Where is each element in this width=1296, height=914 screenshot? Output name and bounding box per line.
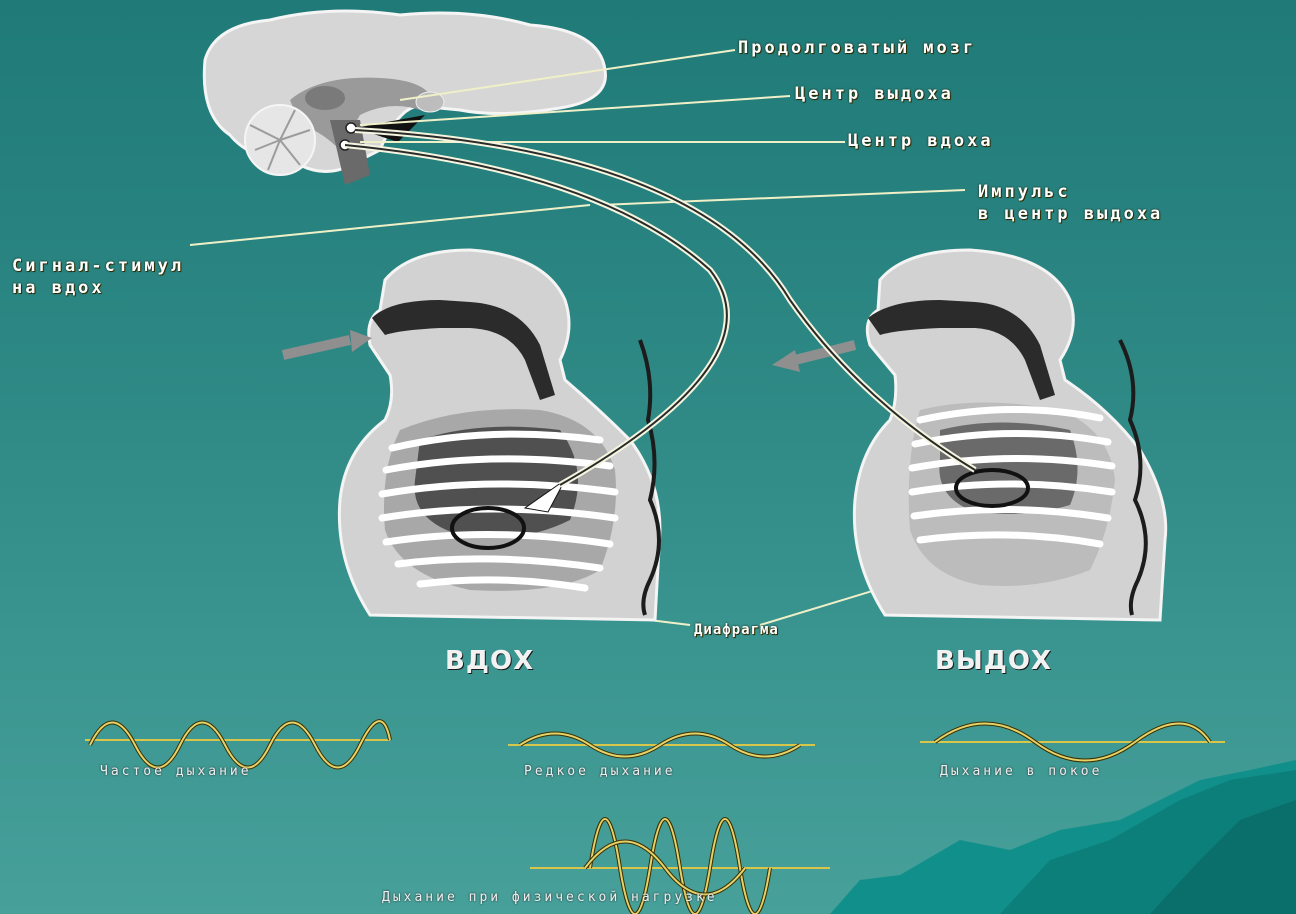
label-diaphragm: Диафрагма — [694, 622, 779, 638]
label-exhale: ВЫДОХ — [935, 646, 1052, 676]
label-impulse-line1: Импульс — [978, 182, 1071, 202]
label-inhale: ВДОХ — [445, 646, 534, 676]
label-signal-line2: на вдох — [12, 278, 105, 298]
label-signal-line1: Сигнал-стимул — [12, 256, 184, 276]
body-inhale — [283, 250, 660, 620]
label-impulse-line2: в центр выдоха — [978, 204, 1163, 224]
label-inhale-center: Центр вдоха — [848, 131, 994, 151]
caption-rare-breathing: Редкое дыхание — [524, 764, 676, 779]
label-exhale-center: Центр выдоха — [795, 84, 954, 104]
caption-rest-breathing: Дыхание в покое — [940, 764, 1102, 779]
brain-illustration — [204, 11, 605, 185]
body-exhale — [772, 250, 1166, 620]
decorative-mountains — [830, 760, 1296, 914]
caption-frequent-breathing: Частое дыхание — [100, 764, 252, 779]
label-medulla: Продолговатый мозг — [738, 38, 976, 58]
caption-exercise-breathing: Дыхание при физической нагрузке — [382, 890, 718, 905]
